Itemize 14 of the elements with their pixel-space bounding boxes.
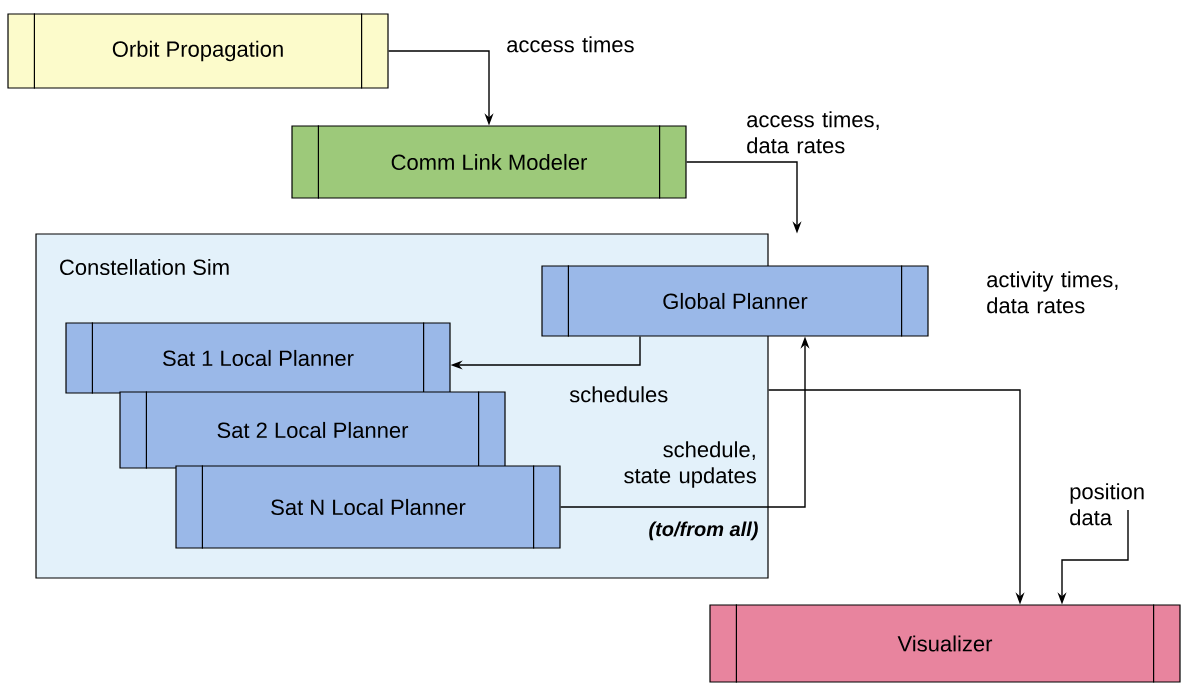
edge-label: access times, data rates xyxy=(747,111,879,154)
process-box: Global Planner xyxy=(541,264,929,338)
note: (to/from all) xyxy=(649,521,758,541)
process-box: Visualizer xyxy=(709,603,1181,684)
edge-label: schedules xyxy=(569,386,668,403)
edge-label: schedule, state updates xyxy=(624,441,756,488)
process-box: Comm Link Modeler xyxy=(291,124,687,200)
edge-label: activity times, data rates xyxy=(987,271,1118,314)
process-box: Sat 1 Local Planner xyxy=(65,321,451,395)
process-box: Sat N Local Planner xyxy=(175,464,561,550)
edge-label: access times xyxy=(507,36,634,53)
process-box: Orbit Propagation xyxy=(7,12,389,90)
edge-label: position data xyxy=(1070,483,1144,526)
process-box: Sat 2 Local Planner xyxy=(119,390,506,470)
